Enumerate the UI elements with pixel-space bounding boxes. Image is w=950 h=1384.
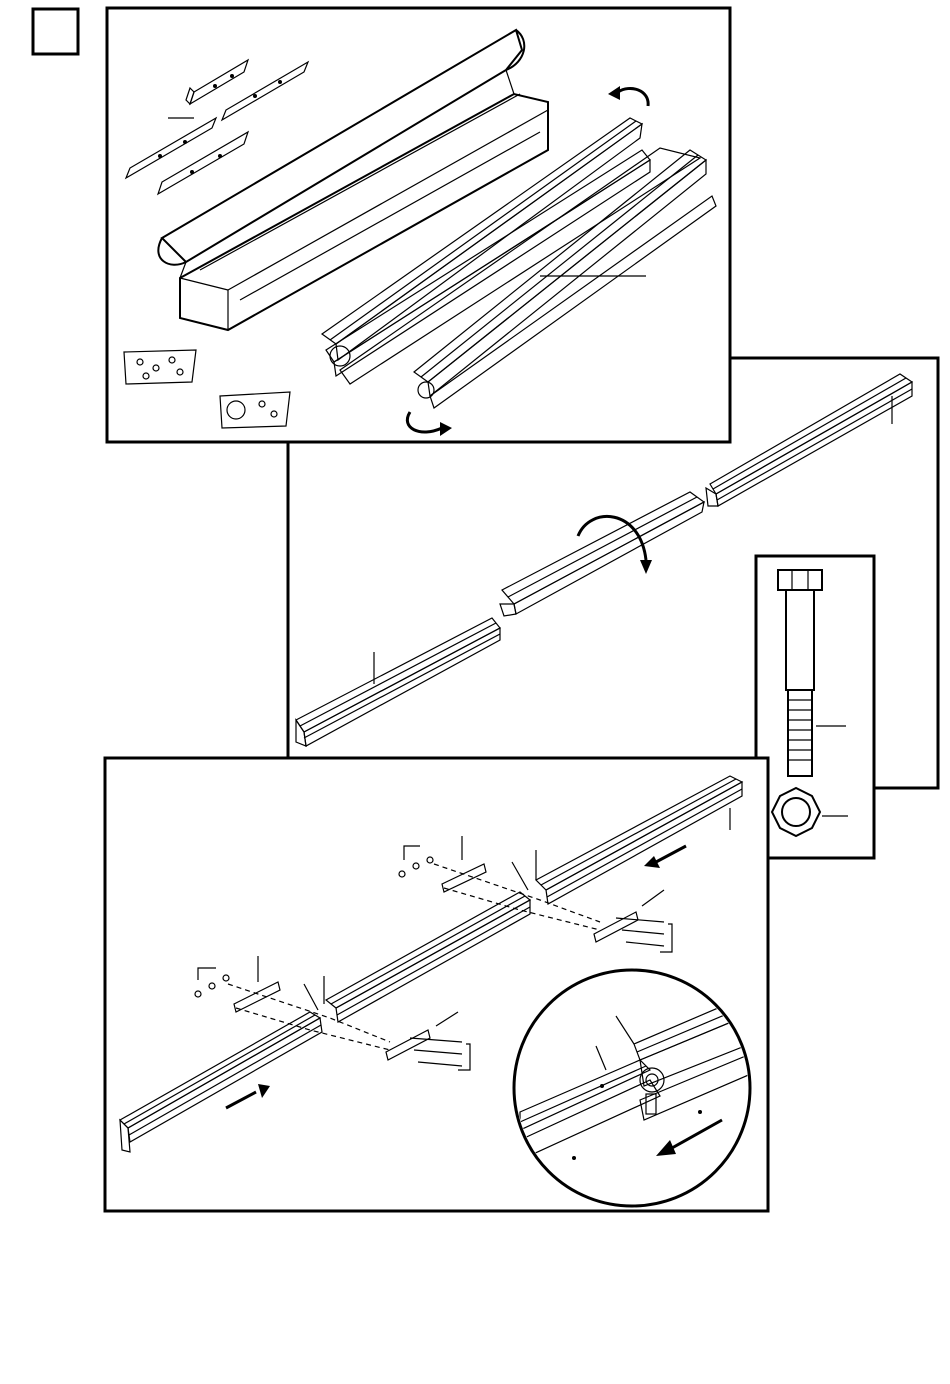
step-number-box — [33, 9, 78, 54]
panel-unpack — [107, 8, 730, 442]
bolt-nut-callout — [756, 556, 874, 858]
panel-assemble — [105, 758, 768, 1211]
